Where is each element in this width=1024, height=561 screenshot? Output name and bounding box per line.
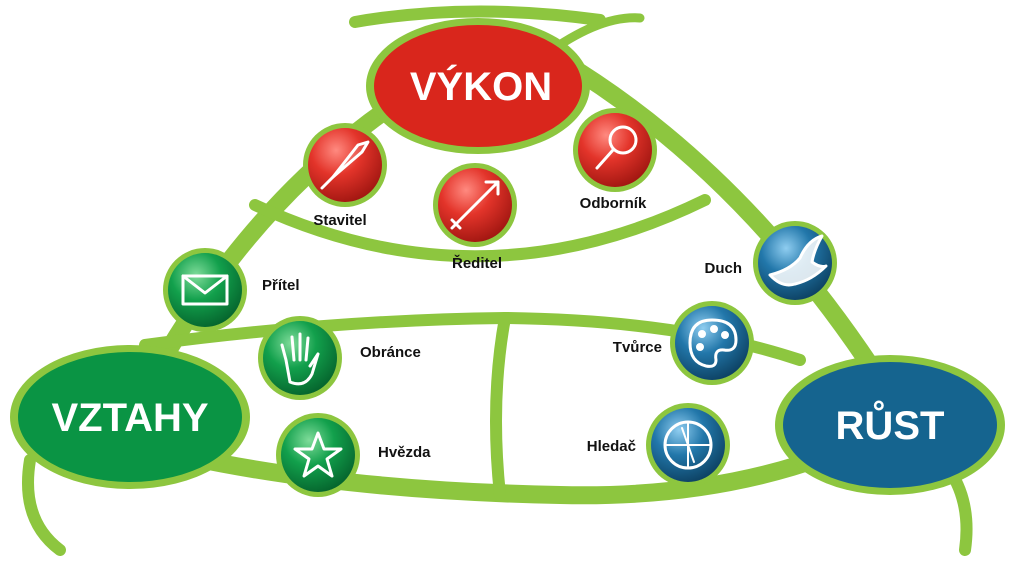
star-icon bbox=[293, 431, 343, 478]
hub-vztahy-label: VZTAHY bbox=[51, 396, 208, 440]
role-pritel[interactable]: Přítel bbox=[163, 248, 300, 332]
palette-icon bbox=[688, 318, 738, 368]
role-hledac-label: Hledač bbox=[587, 438, 636, 455]
hub-rust[interactable]: RŮST bbox=[775, 355, 1005, 495]
role-hvezda-label: Hvězda bbox=[378, 444, 431, 461]
role-tvurce-label: Tvůrce bbox=[613, 339, 662, 356]
role-odbornik-label: Odborník bbox=[580, 195, 647, 212]
role-tvurce[interactable]: Tvůrce bbox=[613, 301, 754, 385]
role-pritel-label: Přítel bbox=[262, 277, 300, 294]
role-odbornik[interactable]: Odborník bbox=[573, 108, 657, 212]
dove-icon bbox=[768, 234, 828, 287]
hub-vykon-label: VÝKON bbox=[410, 63, 552, 109]
role-obrance[interactable]: Obránce bbox=[258, 316, 421, 400]
arrow-icon bbox=[450, 180, 500, 230]
role-stavitel[interactable]: Stavitel bbox=[303, 123, 387, 229]
role-stavitel-label: Stavitel bbox=[313, 212, 366, 229]
role-hledac[interactable]: Hledač bbox=[587, 403, 730, 487]
trowel-icon bbox=[320, 140, 370, 190]
compass-icon bbox=[663, 420, 713, 470]
hub-vztahy[interactable]: VZTAHY bbox=[10, 345, 250, 489]
hand-icon bbox=[280, 332, 320, 386]
role-obrance-label: Obránce bbox=[360, 344, 421, 361]
hub-rust-label: RŮST bbox=[836, 399, 945, 448]
role-duch-label: Duch bbox=[705, 260, 743, 277]
role-reditel-label: Ředitel bbox=[452, 254, 502, 272]
role-duch[interactable]: Duch bbox=[705, 221, 838, 305]
role-reditel[interactable]: Ředitel bbox=[433, 163, 517, 272]
magnifier-icon bbox=[595, 125, 638, 170]
role-hvezda[interactable]: Hvězda bbox=[276, 413, 431, 497]
envelope-icon bbox=[181, 274, 229, 306]
hub-vykon[interactable]: VÝKON bbox=[366, 18, 590, 154]
